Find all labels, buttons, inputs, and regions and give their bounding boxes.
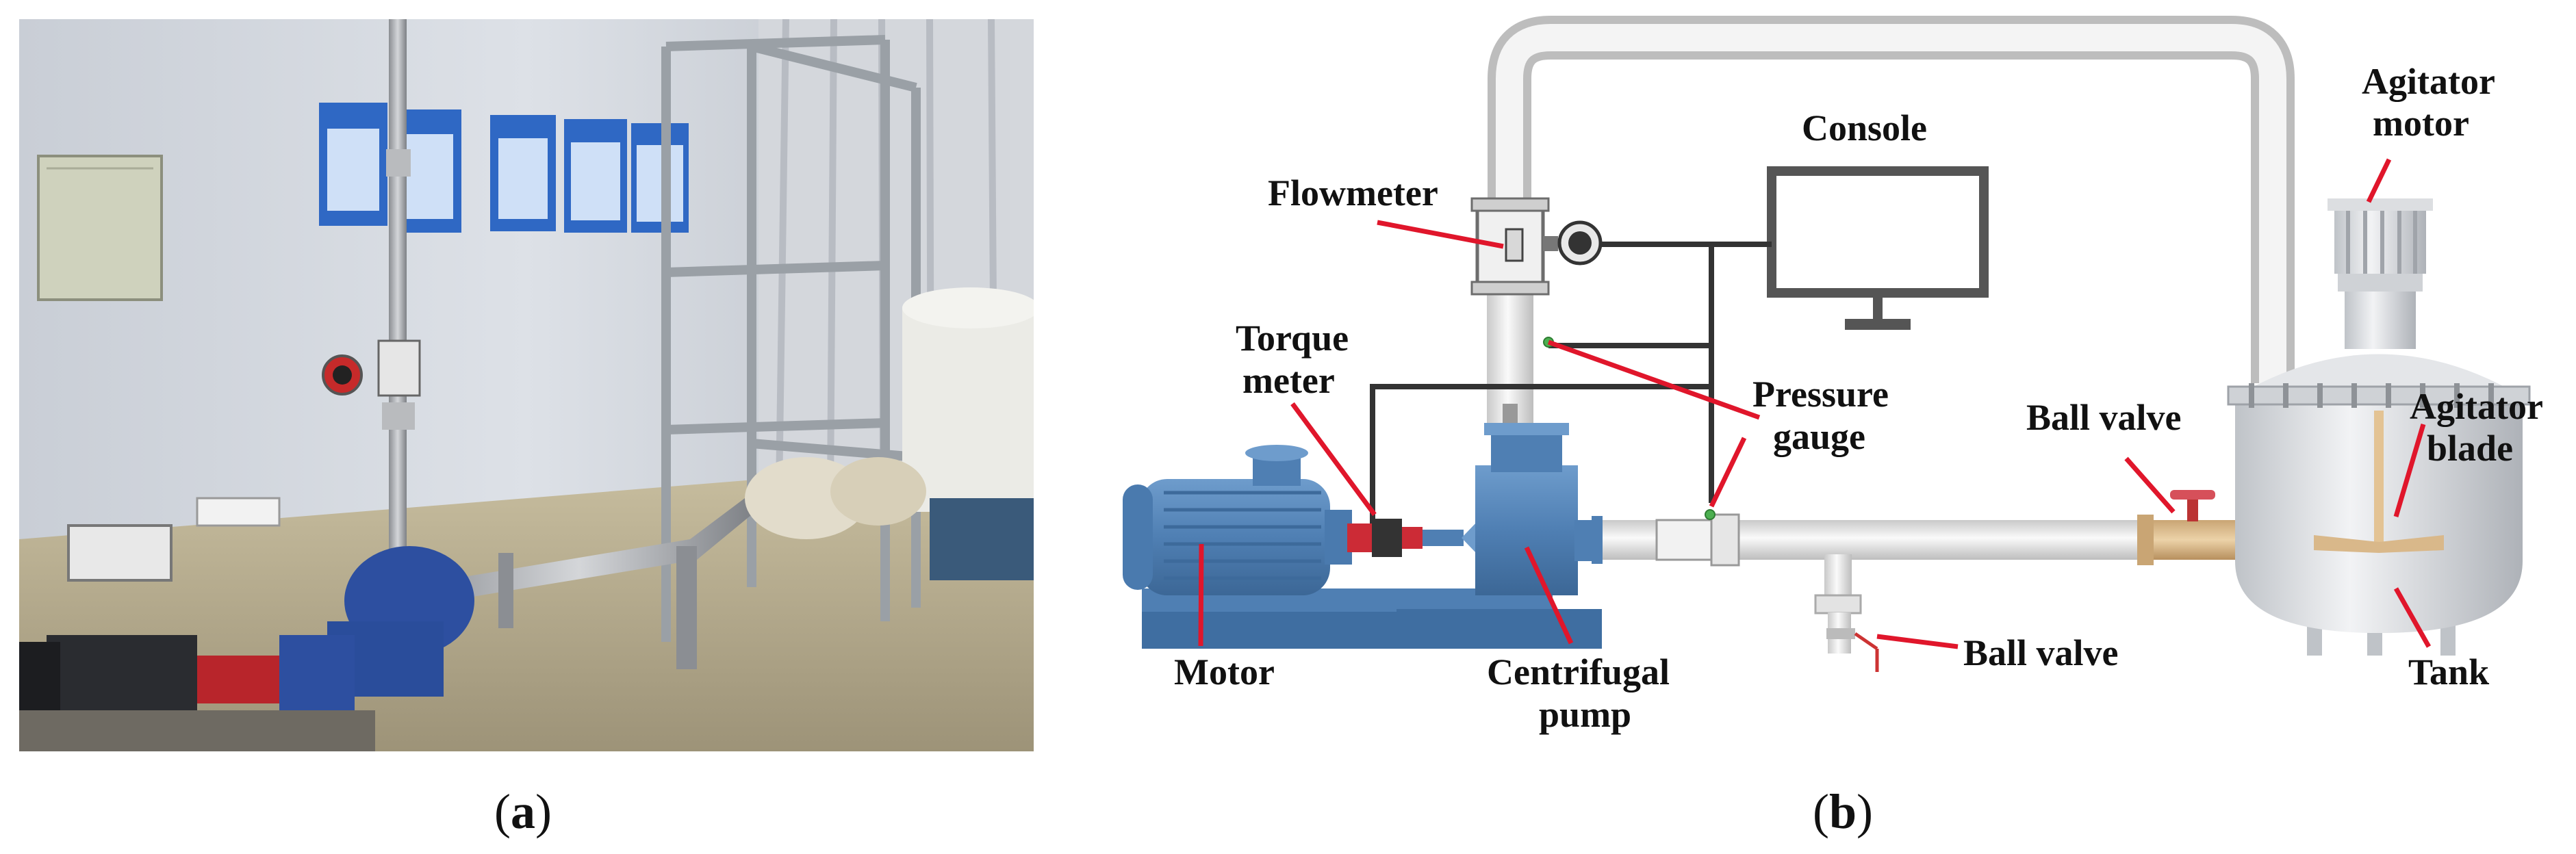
motor (1123, 445, 1352, 595)
label-pressure-gauge-line1: Pressure (1752, 374, 1889, 415)
drain-branch (1814, 554, 1862, 654)
flowmeter (1470, 197, 1603, 296)
suction-pipe (1592, 509, 2143, 567)
label-centrifugal-pump-line1: Centrifugal (1487, 651, 1670, 693)
label-motor: Motor (1174, 651, 1275, 693)
agitator-motor (2328, 198, 2433, 349)
label-agitator-motor-line2: motor (2373, 103, 2469, 144)
electrical-box (37, 155, 163, 301)
torque-meter (1347, 519, 1423, 557)
caption-a: (a) (494, 784, 552, 839)
label-centrifugal-pump-line2: pump (1539, 694, 1631, 735)
label-agitator-blade-line2: blade (2427, 428, 2513, 469)
label-console: Console (1802, 107, 1927, 148)
label-ball-valve-bottom: Ball valve (1963, 632, 2119, 673)
tank-ball-valve (2137, 490, 2245, 565)
signal-cables (1370, 242, 1772, 523)
label-pressure-gauge-line2: gauge (1773, 416, 1865, 457)
wall-posters (319, 103, 689, 233)
label-tank: Tank (2408, 651, 2489, 693)
floor-base-plate (19, 710, 375, 751)
storage-tank-photo (902, 287, 1034, 580)
agitator-blade (2314, 411, 2444, 553)
leader-lines (1198, 158, 2432, 649)
caption-b: (b) (1813, 784, 1873, 839)
label-flowmeter: Flowmeter (1268, 172, 1438, 214)
wall-socket (67, 524, 173, 582)
wall-switch (196, 497, 281, 527)
base-frame (1142, 588, 1602, 649)
console-monitor-icon (1767, 166, 1989, 330)
return-pipe (1488, 16, 2295, 383)
centrifugal-pump (1423, 423, 1595, 595)
label-torque-meter-line2: meter (1242, 360, 1335, 401)
lab-photo (19, 19, 1034, 751)
horizontal-pipe-photo (403, 498, 755, 669)
label-agitator-motor-line1: Agitator (2362, 61, 2495, 102)
pressure-tap-lower (1705, 509, 1716, 520)
label-agitator-blade-line1: Agitator (2410, 386, 2543, 427)
tank (2227, 354, 2531, 656)
drain-ball-valve (1854, 632, 1879, 672)
flowmeter-photo (322, 339, 421, 397)
vertical-steel-pipe (382, 19, 415, 553)
label-ball-valve-top: Ball valve (2026, 397, 2182, 438)
bag-pile (745, 457, 926, 539)
label-torque-meter-line1: Torque (1236, 318, 1349, 359)
